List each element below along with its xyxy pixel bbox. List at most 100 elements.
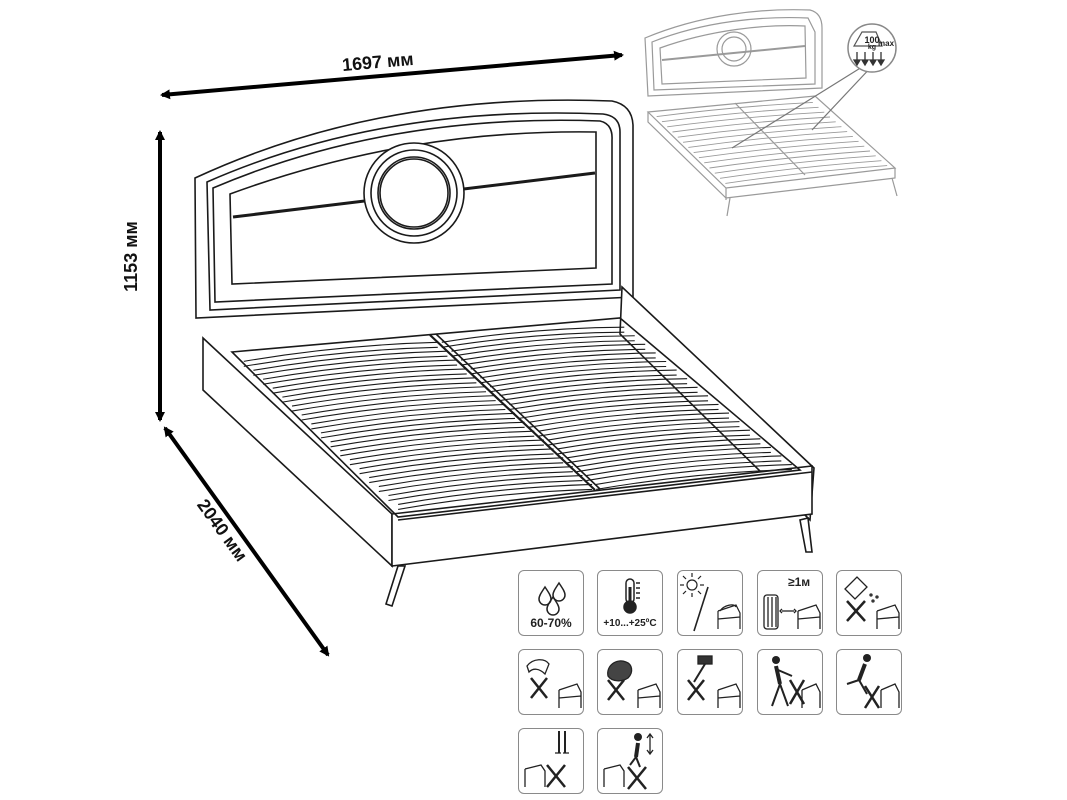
height-dimension-label: 1153 мм	[120, 221, 141, 292]
slat	[388, 475, 583, 497]
slat	[330, 421, 525, 443]
no-jumping-icon-tile	[597, 728, 663, 794]
slat	[272, 368, 467, 389]
thumbnail-slat	[714, 155, 876, 174]
load-unit-text: kg	[867, 44, 877, 51]
temperature-icon-tile: +10...+25ºC	[597, 570, 663, 636]
slat	[262, 359, 458, 380]
slat	[311, 408, 506, 430]
slat	[243, 341, 438, 362]
slat	[253, 350, 448, 371]
slat	[596, 469, 792, 490]
slat	[528, 403, 719, 423]
slats	[243, 326, 792, 510]
thumbnail-slat	[704, 145, 865, 164]
thumbnail-slat	[720, 160, 882, 179]
slat	[567, 443, 761, 464]
slat	[518, 395, 709, 414]
slat	[460, 343, 646, 361]
slat	[596, 464, 792, 485]
slat	[320, 417, 515, 439]
no-jumping-icon	[603, 732, 654, 790]
slat	[509, 391, 698, 411]
load-max-text: max	[878, 39, 895, 48]
depth-arrow	[163, 426, 330, 657]
slat	[262, 364, 458, 385]
width-arrow	[160, 50, 624, 100]
slat	[349, 444, 544, 466]
no-standing-icon	[524, 731, 569, 788]
load-leader-line	[731, 61, 871, 149]
slat	[291, 391, 487, 412]
temperature-label: +10...+25ºC	[603, 618, 657, 629]
no-liquid-spill-icon	[844, 576, 900, 629]
slat	[547, 426, 740, 446]
slat	[480, 365, 667, 384]
slat	[359, 453, 554, 475]
slat	[470, 352, 656, 370]
humidity-icon-tile: 60-70%	[518, 570, 584, 636]
slat	[509, 386, 698, 406]
thumbnail-slat	[656, 101, 813, 118]
thumbnail-slat	[677, 121, 836, 138]
humidity-label: 60-70%	[530, 616, 572, 630]
bed-leg-front-right	[799, 517, 813, 553]
slat	[470, 357, 656, 375]
load-leader-line-2	[811, 63, 875, 131]
slat	[480, 360, 667, 379]
slat	[243, 346, 438, 367]
thumbnail-bed	[644, 9, 898, 217]
slat	[499, 378, 688, 397]
slat	[441, 331, 625, 348]
slat	[340, 435, 535, 457]
thumbnail-slats	[656, 101, 888, 184]
no-cutting-icon	[526, 659, 582, 708]
slat	[586, 455, 782, 477]
no-cutting-icon-tile	[518, 649, 584, 715]
no-spill-icon-tile	[836, 570, 902, 636]
slat	[441, 326, 625, 343]
no-standing-icon-tile	[518, 728, 584, 794]
slat	[538, 412, 729, 432]
slat	[282, 382, 477, 403]
slat	[557, 429, 750, 450]
no-pushing-icon-tile	[757, 649, 823, 715]
thumbnail-slat	[667, 111, 825, 128]
slat	[518, 400, 709, 419]
thumbnail-slat	[693, 135, 853, 154]
slat	[291, 386, 487, 407]
load-badge	[847, 23, 897, 73]
slat	[499, 383, 688, 402]
slat	[301, 400, 496, 421]
thumbnail-slat	[688, 131, 848, 148]
slat	[378, 471, 573, 493]
heater-distance-icon	[763, 594, 821, 630]
slat	[586, 460, 782, 482]
slat	[330, 426, 525, 448]
slat	[369, 457, 564, 479]
heater-distance-label: ≥1м	[788, 575, 811, 589]
water-drops-icon	[538, 581, 566, 616]
thumbnail-slat	[725, 165, 888, 184]
slat	[398, 483, 593, 505]
slat	[451, 340, 635, 357]
slat	[576, 451, 771, 473]
slat	[528, 408, 719, 428]
slat	[369, 462, 564, 484]
bed-leg-front-left	[385, 565, 407, 608]
no-abrasive-cleaning-icon	[607, 660, 661, 708]
slat	[547, 421, 740, 441]
slat	[340, 430, 535, 452]
thermometer-icon	[623, 578, 640, 614]
slat	[398, 488, 593, 510]
no-hammer-icon-tile	[677, 649, 743, 715]
headboard	[194, 99, 634, 319]
no-abrasive-icon-tile	[597, 649, 663, 715]
thumbnail-slat	[661, 106, 819, 123]
slat	[320, 412, 515, 434]
no-kicking-icon-tile	[836, 649, 902, 715]
heater-distance-icon-tile: ≥1м	[757, 570, 823, 636]
slat	[301, 395, 496, 416]
